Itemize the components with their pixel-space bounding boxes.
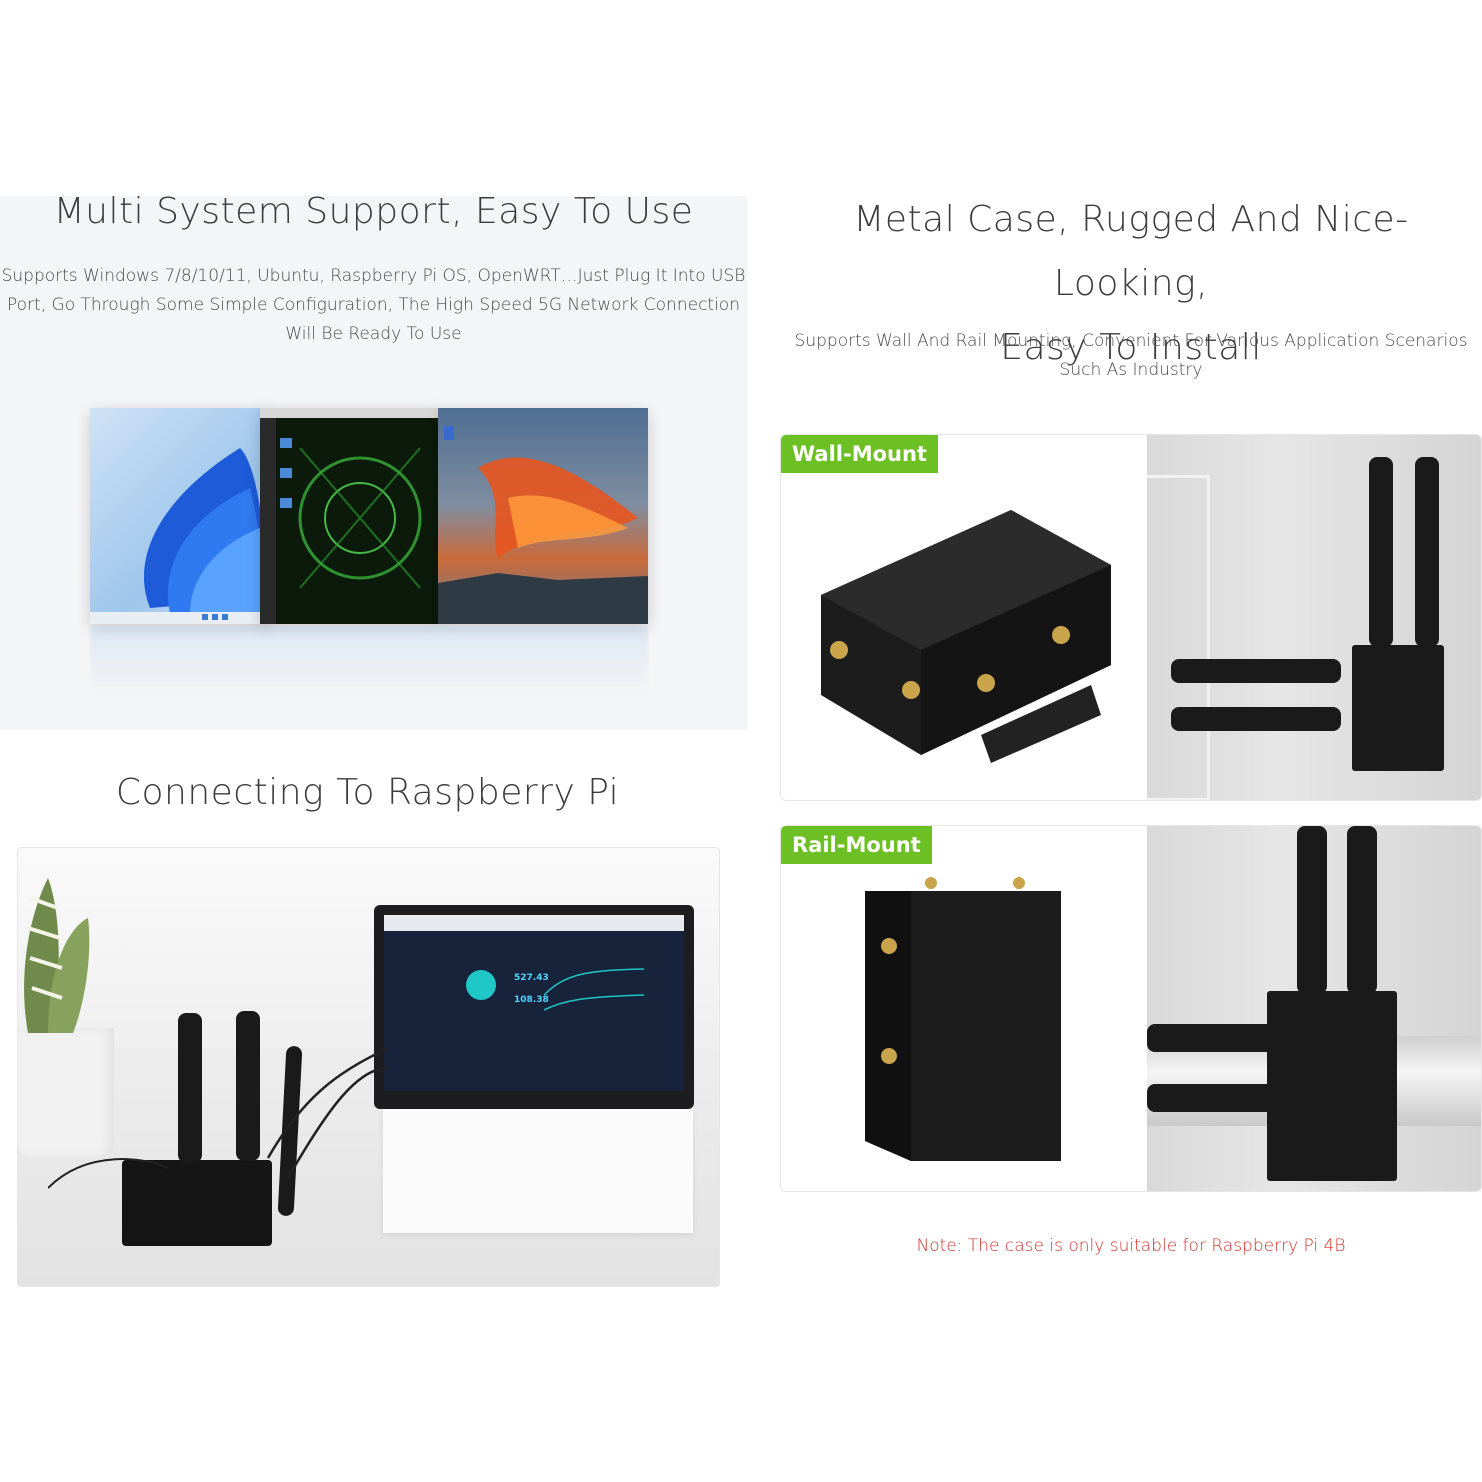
rail-photo xyxy=(1147,826,1481,1191)
wall-mount-case-image xyxy=(821,510,1111,763)
green-wallpaper-image xyxy=(260,408,440,624)
connecting-title: Connecting To Raspberry Pi xyxy=(115,772,620,813)
plant-pot xyxy=(18,1028,114,1158)
description-line: Such As Industry xyxy=(1059,360,1203,380)
router-device xyxy=(122,1160,272,1246)
screenshots-reflection xyxy=(90,626,648,696)
multi-system-description: Supports Windows 7/8/10/11, Ubuntu, Rasp… xyxy=(0,262,747,349)
speedtest-gauge xyxy=(466,970,496,1000)
usb-cables xyxy=(48,1046,388,1189)
description-line: Supports Wall And Rail Mounting, Conveni… xyxy=(794,331,1468,351)
wall-mount-card: Wall-Mount xyxy=(780,434,1482,801)
raspberry-pi-setup-photo: 527.43 108.38 xyxy=(17,847,720,1287)
wall-photo xyxy=(1147,435,1481,800)
speed-value-a: 527.43 xyxy=(514,973,549,983)
antenna-icon xyxy=(178,1013,202,1163)
multi-system-panel: Multi System Support, Easy To Use Suppor… xyxy=(0,191,747,730)
plant-image xyxy=(24,878,90,1033)
openwrt-screenshot xyxy=(438,408,648,624)
windows-screenshot xyxy=(90,408,270,624)
white-stand xyxy=(383,1108,693,1233)
rail-mount-tag: Rail-Mount xyxy=(781,826,932,864)
description-line: Port, Go Through Some Simple Configurati… xyxy=(7,295,740,315)
monitor-screen: 527.43 108.38 xyxy=(384,915,684,1091)
metal-case-title-line: Easy To Install xyxy=(1000,327,1262,368)
metal-case-title: Metal Case, Rugged And Nice-Looking, Eas… xyxy=(780,188,1482,380)
rail-mount-case-image xyxy=(865,877,1061,1161)
sunset-wallpaper-image xyxy=(438,426,648,624)
description-line: Supports Windows 7/8/10/11, Ubuntu, Rasp… xyxy=(1,266,746,286)
antenna-icon xyxy=(236,1011,260,1161)
ubuntu-screenshot xyxy=(260,408,440,624)
windows-bloom-image xyxy=(90,448,270,624)
monitor: 527.43 108.38 xyxy=(374,905,694,1109)
description-line: Will Be Ready To Use xyxy=(285,324,462,344)
compatibility-note: Note: The case is only suitable for Rasp… xyxy=(916,1236,1346,1256)
metal-case-description: Supports Wall And Rail Mounting, Conveni… xyxy=(780,327,1482,385)
speed-value-b: 108.38 xyxy=(514,995,549,1005)
metal-case-title-line: Metal Case, Rugged And Nice-Looking, xyxy=(853,199,1409,304)
rail-mount-card: Rail-Mount xyxy=(780,825,1482,1192)
multi-system-title: Multi System Support, Easy To Use xyxy=(53,191,694,232)
wall-mount-tag: Wall-Mount xyxy=(781,435,938,473)
speed-graph xyxy=(544,968,644,1011)
